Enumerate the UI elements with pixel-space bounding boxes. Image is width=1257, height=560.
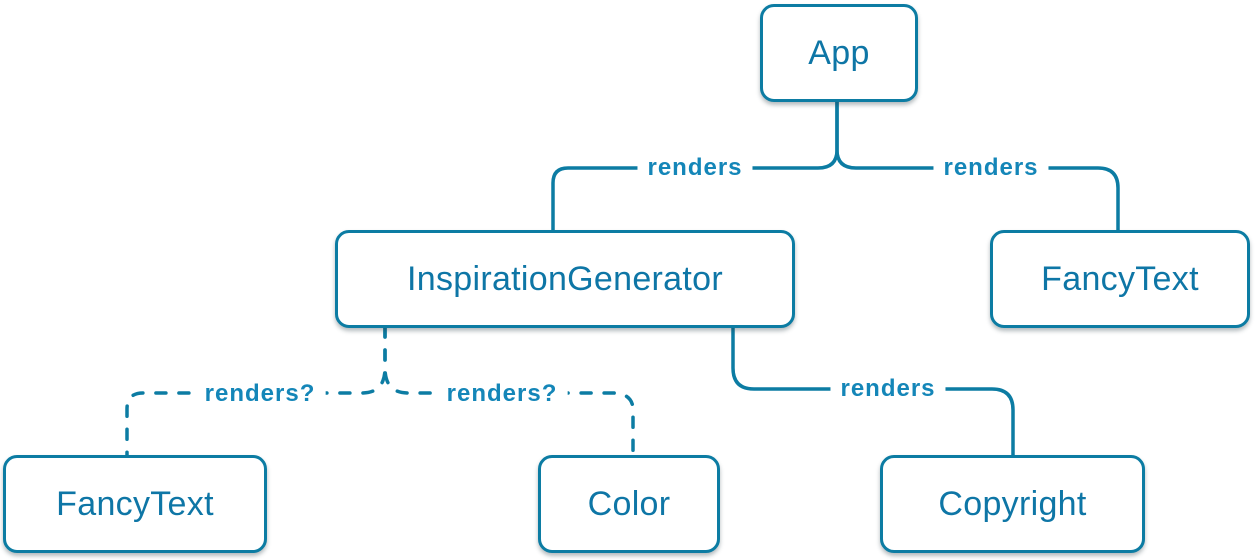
node-inspiration-generator: InspirationGenerator xyxy=(335,230,795,328)
node-copyright: Copyright xyxy=(880,455,1145,553)
edge-label-renders-app-inspiration-generator: renders xyxy=(637,154,753,182)
node-copyright-label: Copyright xyxy=(938,484,1087,523)
node-fancy-text-bottom-label: FancyText xyxy=(56,484,214,523)
node-fancy-text-top-label: FancyText xyxy=(1041,259,1199,298)
node-color: Color xyxy=(538,455,720,553)
edge-label-renders-conditional-fancy-text: renders? xyxy=(194,380,326,408)
node-app-label: App xyxy=(808,33,870,72)
node-color-label: Color xyxy=(587,484,671,523)
node-inspiration-generator-label: InspirationGenerator xyxy=(407,259,723,298)
node-fancy-text-bottom: FancyText xyxy=(3,455,267,553)
edge-label-renders-app-fancy-text: renders xyxy=(933,154,1049,182)
edge-inspiration-generator-to-color xyxy=(383,325,635,458)
node-app: App xyxy=(760,4,918,102)
edge-label-renders-conditional-color: renders? xyxy=(436,380,568,408)
edge-label-renders-copyright: renders xyxy=(830,375,946,403)
node-fancy-text-top: FancyText xyxy=(990,230,1250,328)
